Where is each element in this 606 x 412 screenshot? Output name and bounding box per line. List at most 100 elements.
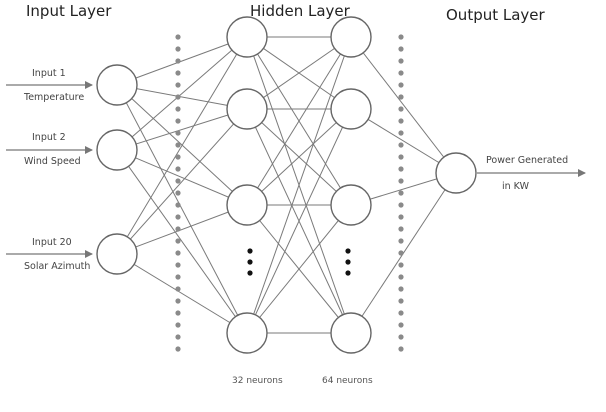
hidden1-caption: 32 neurons <box>232 376 283 386</box>
neurons <box>96 16 477 354</box>
separator-dot <box>175 130 181 136</box>
ellipsis-dot <box>345 248 351 254</box>
output-label-line2: in KW <box>502 181 530 192</box>
separator-dot <box>398 190 404 196</box>
ellipsis-dot <box>247 270 253 276</box>
separator-dot <box>398 118 404 124</box>
connection-line <box>246 36 352 206</box>
input-neuron-1 <box>96 64 138 106</box>
connection-line <box>116 36 248 86</box>
connection-line <box>116 108 248 255</box>
separator-dot <box>398 346 404 352</box>
separator-dot <box>175 262 181 268</box>
output-label-line1: Power Generated <box>486 155 568 166</box>
separator-dot <box>175 190 181 196</box>
ellipsis-dot <box>345 270 351 276</box>
hidden1-ellipsis <box>247 248 253 276</box>
separator-dot <box>398 58 404 64</box>
connections <box>116 36 457 334</box>
input-layer-title: Input Layer <box>26 2 112 20</box>
connection-line <box>246 108 352 334</box>
hidden2-neuron-3 <box>330 184 372 226</box>
separator-dot <box>398 130 404 136</box>
separator-dots-right <box>398 34 404 352</box>
input-2-label: Input 2 <box>32 132 66 143</box>
separator-dot <box>175 166 181 172</box>
connection-line <box>116 84 248 110</box>
hidden2-neuron-4 <box>330 312 372 354</box>
connection-line <box>116 149 248 206</box>
separator-dot <box>398 262 404 268</box>
separator-dot <box>175 178 181 184</box>
separator-dot <box>175 274 181 280</box>
input-neuron-2 <box>96 129 138 171</box>
separator-dot <box>398 94 404 100</box>
separator-dot <box>175 214 181 220</box>
ellipsis-dot <box>247 259 253 265</box>
separator-dot <box>175 118 181 124</box>
separator-dot <box>398 322 404 328</box>
ellipsis-dot <box>345 259 351 265</box>
connection-line <box>246 204 352 334</box>
input-20-feature: Solar Azimuth <box>24 261 90 272</box>
separator-dot <box>398 334 404 340</box>
separator-dot <box>398 298 404 304</box>
hidden-layer-title: Hidden Layer <box>250 2 351 20</box>
connection-line <box>116 36 248 255</box>
separator-dot <box>398 34 404 40</box>
separator-dot <box>398 154 404 160</box>
separator-dot <box>398 250 404 256</box>
hidden1-neuron-4 <box>226 312 268 354</box>
separator-dot <box>175 82 181 88</box>
input-neuron-3 <box>96 233 138 275</box>
separator-dot <box>175 298 181 304</box>
separator-dot <box>398 310 404 316</box>
connection-line <box>116 204 248 255</box>
separator-dot <box>175 238 181 244</box>
separator-dot <box>398 106 404 112</box>
connection-line <box>350 36 457 174</box>
separator-dot <box>175 58 181 64</box>
connection-line <box>116 84 248 334</box>
output-layer-title: Output Layer <box>446 6 546 24</box>
separator-dot <box>398 226 404 232</box>
separator-dot <box>175 346 181 352</box>
separator-dots-left <box>175 34 181 352</box>
separator-dot <box>175 34 181 40</box>
separator-dot <box>398 274 404 280</box>
separator-dot <box>175 334 181 340</box>
ellipsis-dot <box>247 248 253 254</box>
separator-dot <box>398 142 404 148</box>
separator-dot <box>175 46 181 52</box>
hidden2-neuron-1 <box>330 16 372 58</box>
separator-dot <box>175 310 181 316</box>
separator-dot <box>175 106 181 112</box>
hidden2-neuron-2 <box>330 88 372 130</box>
input-1-label: Input 1 <box>32 68 66 79</box>
separator-dot <box>398 70 404 76</box>
connection-line <box>246 36 352 110</box>
hidden1-neuron-2 <box>226 88 268 130</box>
separator-dot <box>175 250 181 256</box>
separator-dot <box>398 166 404 172</box>
separator-dot <box>398 202 404 208</box>
connection-line <box>116 108 248 151</box>
separator-dot <box>175 202 181 208</box>
hidden1-neuron-1 <box>226 16 268 58</box>
separator-dot <box>398 178 404 184</box>
separator-dot <box>175 70 181 76</box>
input-1-feature: Temperature <box>23 92 84 103</box>
separator-dot <box>398 214 404 220</box>
connection-line <box>246 36 352 334</box>
separator-dot <box>398 286 404 292</box>
hidden2-ellipsis <box>345 248 351 276</box>
hidden2-caption: 64 neurons <box>322 376 373 386</box>
connection-line <box>116 36 248 151</box>
separator-dot <box>175 286 181 292</box>
separator-dot <box>398 238 404 244</box>
input-2-feature: Wind Speed <box>24 156 81 167</box>
connection-line <box>116 253 248 334</box>
separator-dot <box>175 322 181 328</box>
input-20-label: Input 20 <box>32 237 72 248</box>
